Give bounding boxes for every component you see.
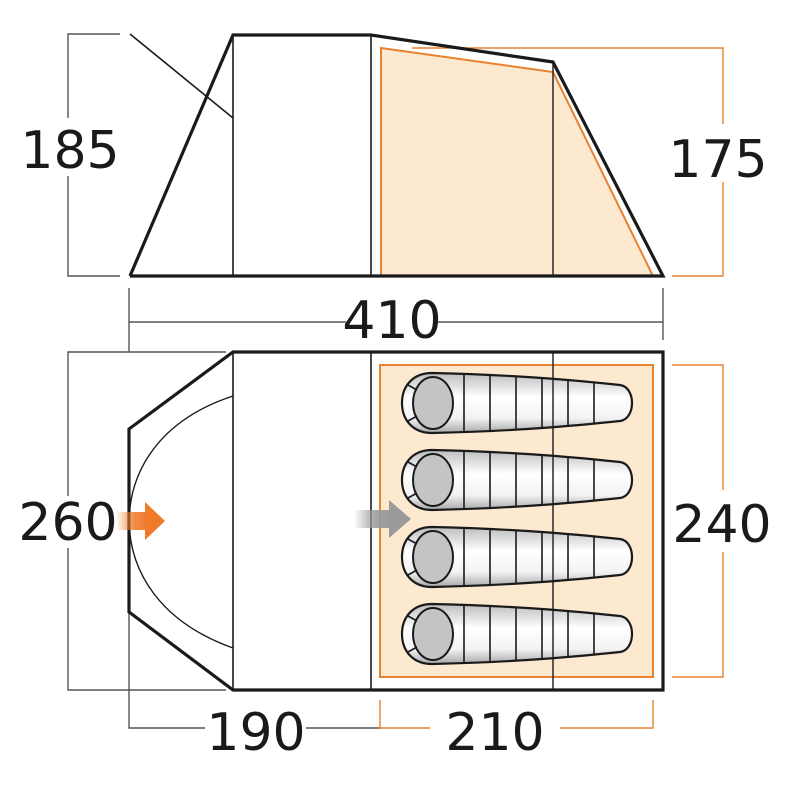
outer-entrance-arrow-icon: [116, 502, 165, 540]
guy-line: [129, 33, 234, 119]
overall-length-dimension: [128, 288, 664, 352]
sleeping-bag-icon: [400, 448, 634, 512]
total-width-dimension-bracket: [67, 351, 226, 691]
sleeping-bag-icon: [400, 525, 634, 589]
overall-length-label: 410: [342, 291, 441, 351]
inner-length-dimension: [379, 700, 654, 729]
inner-width-label: 240: [672, 495, 771, 555]
plan-view: 260 240 190 210: [18, 350, 772, 763]
side-view: 185 175: [20, 33, 768, 278]
inner-height-label: 175: [668, 130, 767, 190]
outer-tent-side: [128, 33, 666, 278]
inner-length-label: 210: [445, 703, 544, 763]
porch-length-label: 190: [206, 703, 305, 763]
inner-height-dimension-bracket: [412, 47, 724, 277]
total-width-label: 260: [18, 493, 117, 553]
total-height-label: 185: [20, 121, 119, 181]
inner-tent-side: [380, 46, 655, 277]
inner-entrance-arrow-icon: [354, 500, 411, 538]
height-dimension-bracket: [67, 33, 120, 277]
inner-width-dimension-bracket: [672, 364, 724, 678]
sleeping-bag-icon: [400, 371, 634, 435]
sleeping-bag-icon: [400, 602, 634, 666]
porch-length-dimension: [128, 612, 380, 729]
